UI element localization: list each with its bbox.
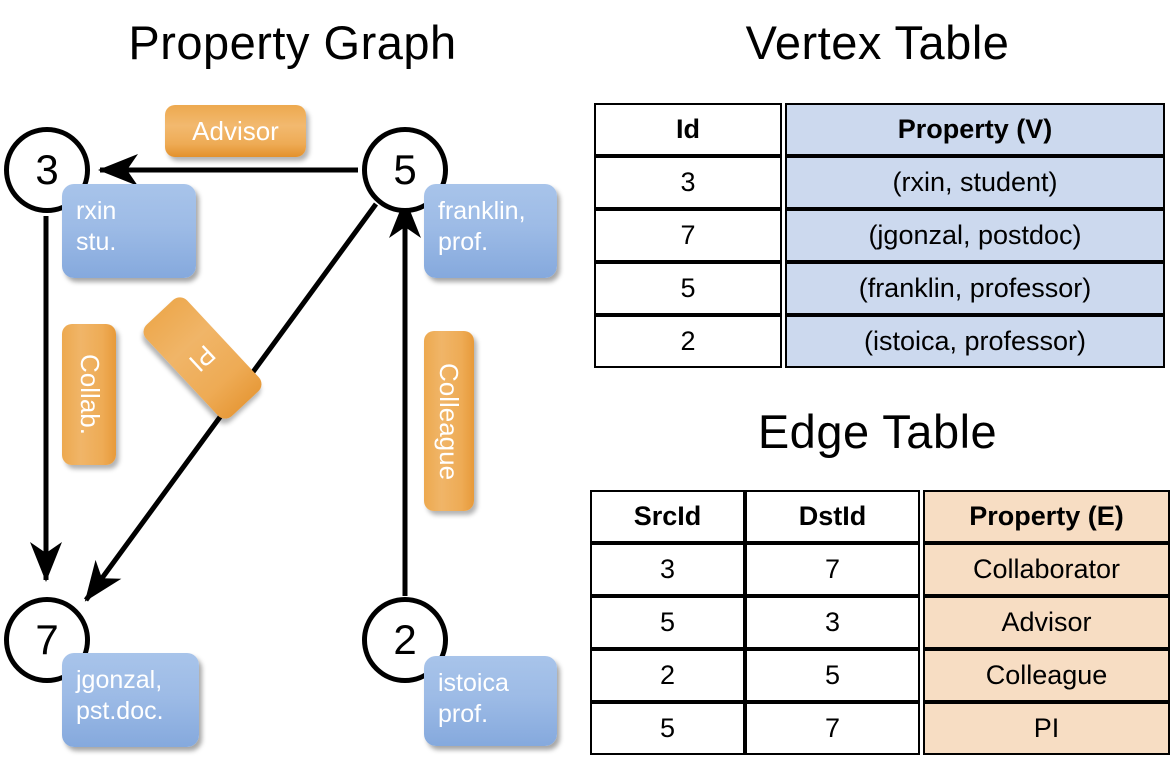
edge-table-cell-srcid: 2 <box>590 649 745 702</box>
vertex-table-cell-property: (rxin, student) <box>785 156 1165 209</box>
node-property-line-1: jgonzal, <box>76 666 163 694</box>
vertex-table-header-property: Property (V) <box>785 103 1165 156</box>
edge-table-cell-srcid: 5 <box>590 702 745 755</box>
edge-table-cell-property: Collaborator <box>923 543 1170 596</box>
edge-table-header-srcid: SrcId <box>590 490 745 543</box>
vertex-table-cell-property: (jgonzal, postdoc) <box>785 209 1165 262</box>
vertex-table-cell-property: (franklin, professor) <box>785 262 1165 315</box>
property-graph-diagram: 3 5 7 2 rxin stu. franklin, prof. jgonza… <box>4 105 557 747</box>
vertex-table-cell-property: (istoica, professor) <box>785 315 1165 368</box>
edge-label-colleague[interactable]: Colleague <box>424 331 474 511</box>
graph-node-5-label: 5 <box>393 146 417 193</box>
edge-table-cell-dstid: 7 <box>745 543 920 596</box>
edge-label-advisor-text: Advisor <box>192 115 279 146</box>
edge-table-cell-property: Colleague <box>923 649 1170 702</box>
graph-node-3-label: 3 <box>35 146 59 193</box>
node-property-box-franklin[interactable]: franklin, prof. <box>424 184 557 278</box>
node-property-line-2: prof. <box>438 700 489 728</box>
vertex-table-cell-id: 5 <box>594 262 782 315</box>
node-property-line-2: stu. <box>76 228 117 256</box>
edge-table-cell-property: PI <box>923 702 1170 755</box>
node-property-line-1: rxin <box>76 197 117 225</box>
vertex-table-header-id: Id <box>594 103 782 156</box>
page-title-property-graph: Property Graph <box>128 16 457 69</box>
edge-label-colleague-text: Colleague <box>434 362 465 480</box>
node-property-line-2: prof. <box>438 228 489 256</box>
vertex-table-cell-id: 7 <box>594 209 782 262</box>
edge-label-advisor[interactable]: Advisor <box>165 105 306 157</box>
graph-node-2[interactable]: 2 <box>362 597 448 683</box>
page-title-vertex-table: Vertex Table <box>745 16 1010 69</box>
vertex-table-cell-id: 3 <box>594 156 782 209</box>
edge-label-collab-text: Collab. <box>74 354 105 435</box>
edge-table-cell-dstid: 5 <box>745 649 920 702</box>
node-property-box-istoica[interactable]: istoica prof. <box>424 656 557 746</box>
page-title-edge-table: Edge Table <box>757 405 998 458</box>
edge-table-header-property: Property (E) <box>923 490 1170 543</box>
node-property-box-jgonzal[interactable]: jgonzal, pst.doc. <box>62 653 199 747</box>
edge-table-cell-property: Advisor <box>923 596 1170 649</box>
edge-table-cell-dstid: 3 <box>745 596 920 649</box>
edge-table-cell-dstid: 7 <box>745 702 920 755</box>
node-property-line-2: pst.doc. <box>76 697 164 725</box>
edge-table-cell-srcid: 5 <box>590 596 745 649</box>
node-property-box-rxin[interactable]: rxin stu. <box>62 184 196 278</box>
edge-table-header-dstid: DstId <box>745 490 920 543</box>
edge-label-collab[interactable]: Collab. <box>62 324 116 465</box>
node-property-line-1: istoica <box>438 669 509 697</box>
graph-node-2-label: 2 <box>393 616 417 663</box>
vertex-table-cell-id: 2 <box>594 315 782 368</box>
node-property-line-1: franklin, <box>438 197 526 225</box>
edge-table-cell-srcid: 3 <box>590 543 745 596</box>
edge-label-pi-text: PI <box>183 339 223 378</box>
graph-node-7-label: 7 <box>35 616 59 663</box>
